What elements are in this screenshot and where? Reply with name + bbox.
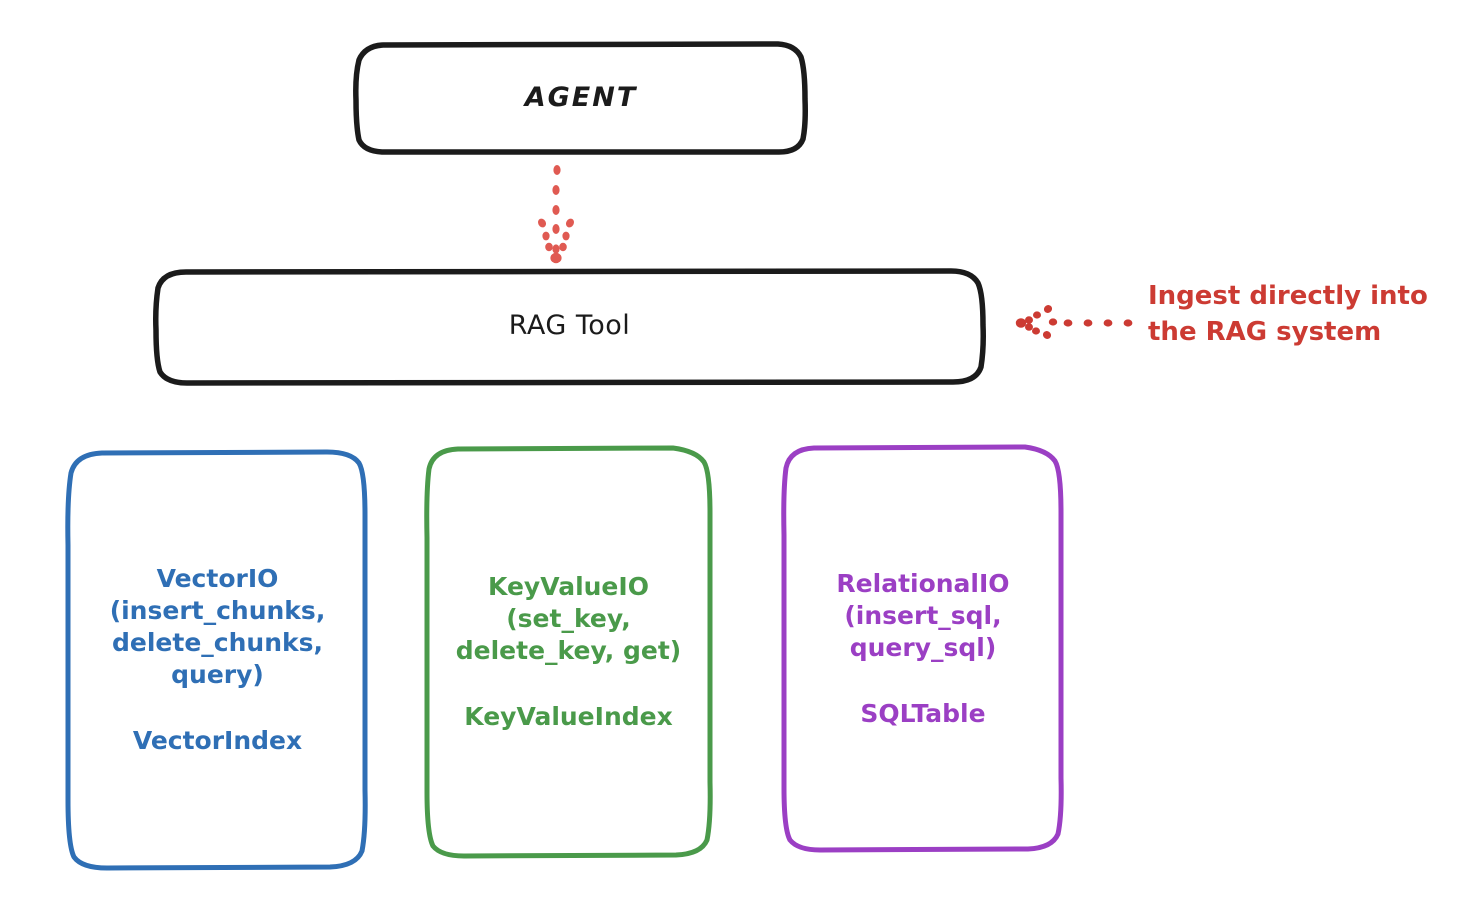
relational-io-box-outline [781, 444, 1064, 853]
ingest-annotation-text: Ingest directly into the RAG system [1148, 281, 1428, 347]
rag-tool-node[interactable] [153, 268, 986, 386]
vector-io-box-outline [65, 449, 368, 871]
rag-tool-box-outline [153, 268, 986, 386]
agent-box-outline [353, 41, 808, 155]
relational-io-node[interactable] [781, 444, 1064, 853]
keyvalue-io-node[interactable] [424, 445, 713, 859]
keyvalue-io-box-outline [424, 445, 713, 859]
agent-node[interactable] [353, 41, 808, 155]
ingest-to-ragtool-connector [1015, 305, 1133, 339]
vector-io-node[interactable] [65, 449, 368, 871]
agent-to-ragtool-connector [537, 165, 575, 264]
